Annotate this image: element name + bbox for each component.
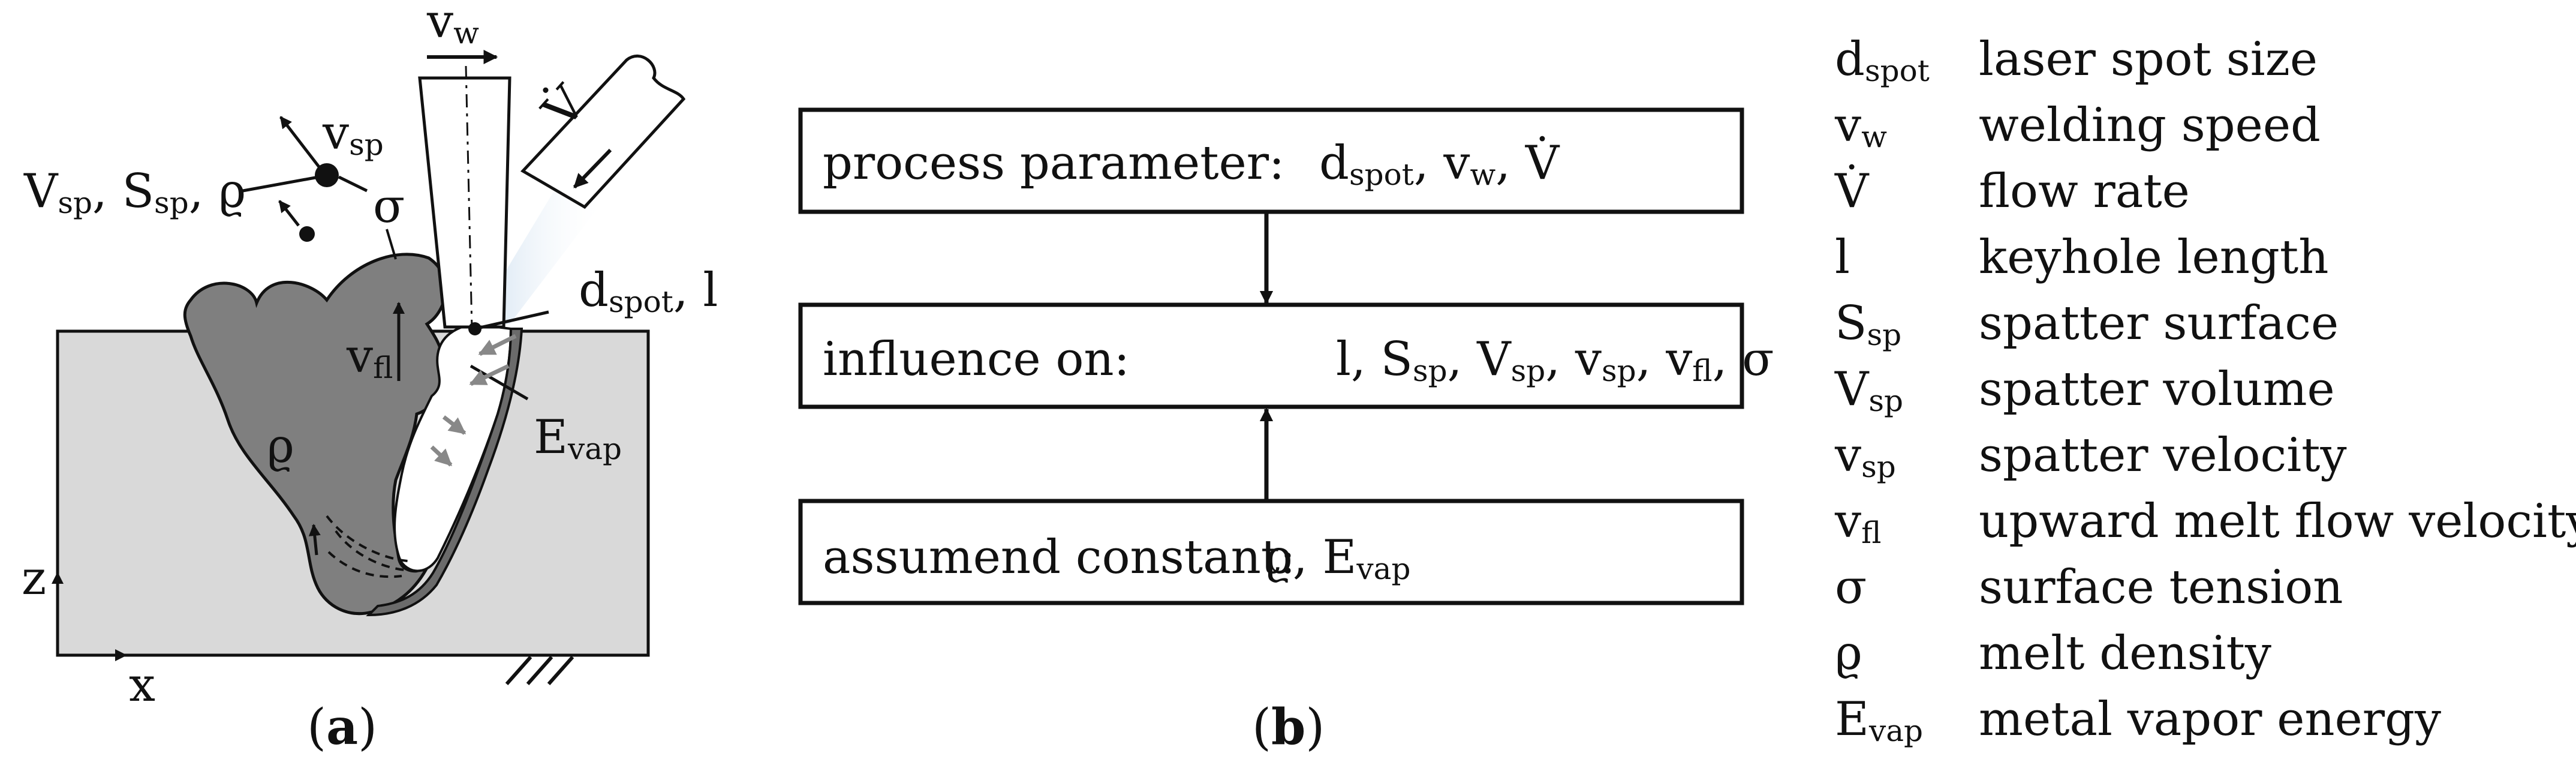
v-sp-label: vsp [322, 106, 384, 162]
flow-arrow-up [308, 524, 321, 556]
legend-description: flow rate [1979, 164, 2190, 218]
box3-values: ϱ, Evap [1265, 530, 1410, 586]
melt-pool [183, 253, 448, 616]
box-process-parameter [798, 107, 1744, 214]
caption-b: (b) [1252, 698, 1325, 756]
spatter-droplet-small [299, 226, 315, 242]
box2-values: l, Ssp, Vsp, vsp, vfl, σ [1336, 332, 1774, 388]
fixture-hatch [505, 656, 574, 685]
v-fl-label: vfl [346, 329, 393, 385]
legend-description: metal vapor energy [1979, 692, 2441, 746]
legend-description: keyhole length [1979, 230, 2328, 284]
legend-description: surface tension [1979, 560, 2343, 614]
rho-melt-label: ϱ [267, 419, 294, 473]
legend-symbol: dspot [1835, 32, 1930, 88]
box-assumed-constant [798, 499, 1744, 605]
spatter-arrow-2 [278, 200, 300, 227]
legend-description: laser spot size [1979, 32, 2318, 86]
legend-description: melt density [1979, 626, 2271, 680]
legend-description: welding speed [1979, 98, 2321, 152]
legend-description: spatter surface [1979, 296, 2339, 350]
legend-symbol: Ssp [1835, 296, 1901, 352]
V-S-rho-label: Vsp, Ssp, ϱ [23, 164, 246, 220]
v-sp-arrow [279, 116, 322, 170]
vapor-pressure-arrows [430, 334, 517, 467]
leader-sigma [338, 175, 368, 193]
gas-flow-beam [474, 180, 606, 324]
leader-d-spot [474, 310, 549, 331]
legend-symbol: vsp [1834, 428, 1896, 484]
panel-a: vw V̇ vsp Vsp, Ssp, ϱ σ dspot, l vfl ϱ [22, 0, 718, 756]
sigma-label: σ [373, 179, 405, 233]
box3-label: assumend constant: [823, 530, 1296, 584]
gas-nozzle: V̇ [520, 55, 686, 209]
x-axis-label: x [129, 658, 155, 712]
box1-values: dspot, vw, V̇ [1319, 136, 1560, 192]
legend-symbol: Evap [1835, 692, 1923, 748]
z-axis-label: z [22, 551, 46, 605]
melt-flow-lines [326, 515, 408, 578]
legend-symbol: σ [1835, 560, 1867, 614]
box1-label: process parameter: [823, 136, 1284, 190]
legend-symbol: vfl [1834, 494, 1881, 550]
box-influence-on [798, 302, 1744, 409]
legend-description: upward melt flow velocity [1979, 494, 2576, 548]
keyhole-wall [366, 328, 523, 617]
v-w-label: vw [426, 0, 479, 50]
panel-b: process parameter: dspot, vw, V̇ influen… [798, 107, 1774, 756]
legend-description: spatter velocity [1979, 428, 2347, 482]
legend-symbol: ϱ [1835, 626, 1862, 680]
legend-symbol: Vsp [1834, 362, 1903, 418]
legend-symbol: vw [1834, 98, 1887, 154]
d-spot-l-label: dspot, l [579, 263, 718, 319]
legend-description: spatter volume [1979, 362, 2335, 416]
legend-symbol: l [1835, 230, 1850, 284]
caption-a: (a) [307, 698, 377, 756]
leader-V-S [242, 176, 316, 193]
E-vap-label: Evap [534, 410, 622, 466]
box2-label: influence on: [823, 332, 1130, 386]
leader-sigma-melt [386, 229, 397, 260]
legend-symbol: V̇ [1834, 164, 1870, 218]
laser-beam [418, 76, 511, 329]
beam-axis [465, 65, 473, 329]
